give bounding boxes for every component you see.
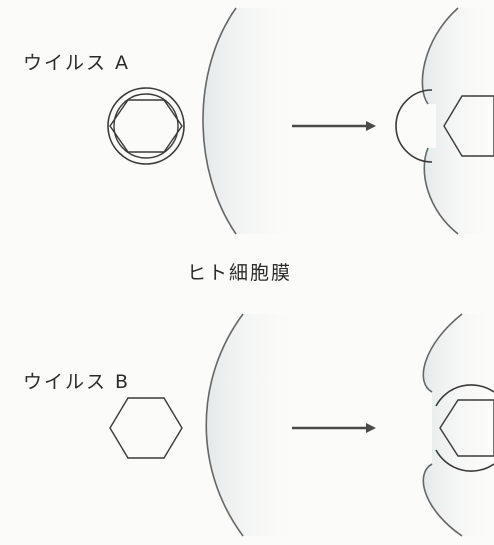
membrane-a-right	[395, 7, 494, 235]
membrane-b-left	[205, 313, 300, 537]
membrane-b-right	[422, 313, 494, 537]
membrane-a-left	[202, 7, 300, 235]
virus-a-particle	[107, 87, 185, 165]
virus-b-label: ウイルス B	[23, 371, 131, 393]
virus-b-particle	[109, 397, 183, 459]
membrane-label: ヒト細胞膜	[187, 262, 293, 284]
virus-a-label: ウイルス A	[23, 52, 131, 74]
